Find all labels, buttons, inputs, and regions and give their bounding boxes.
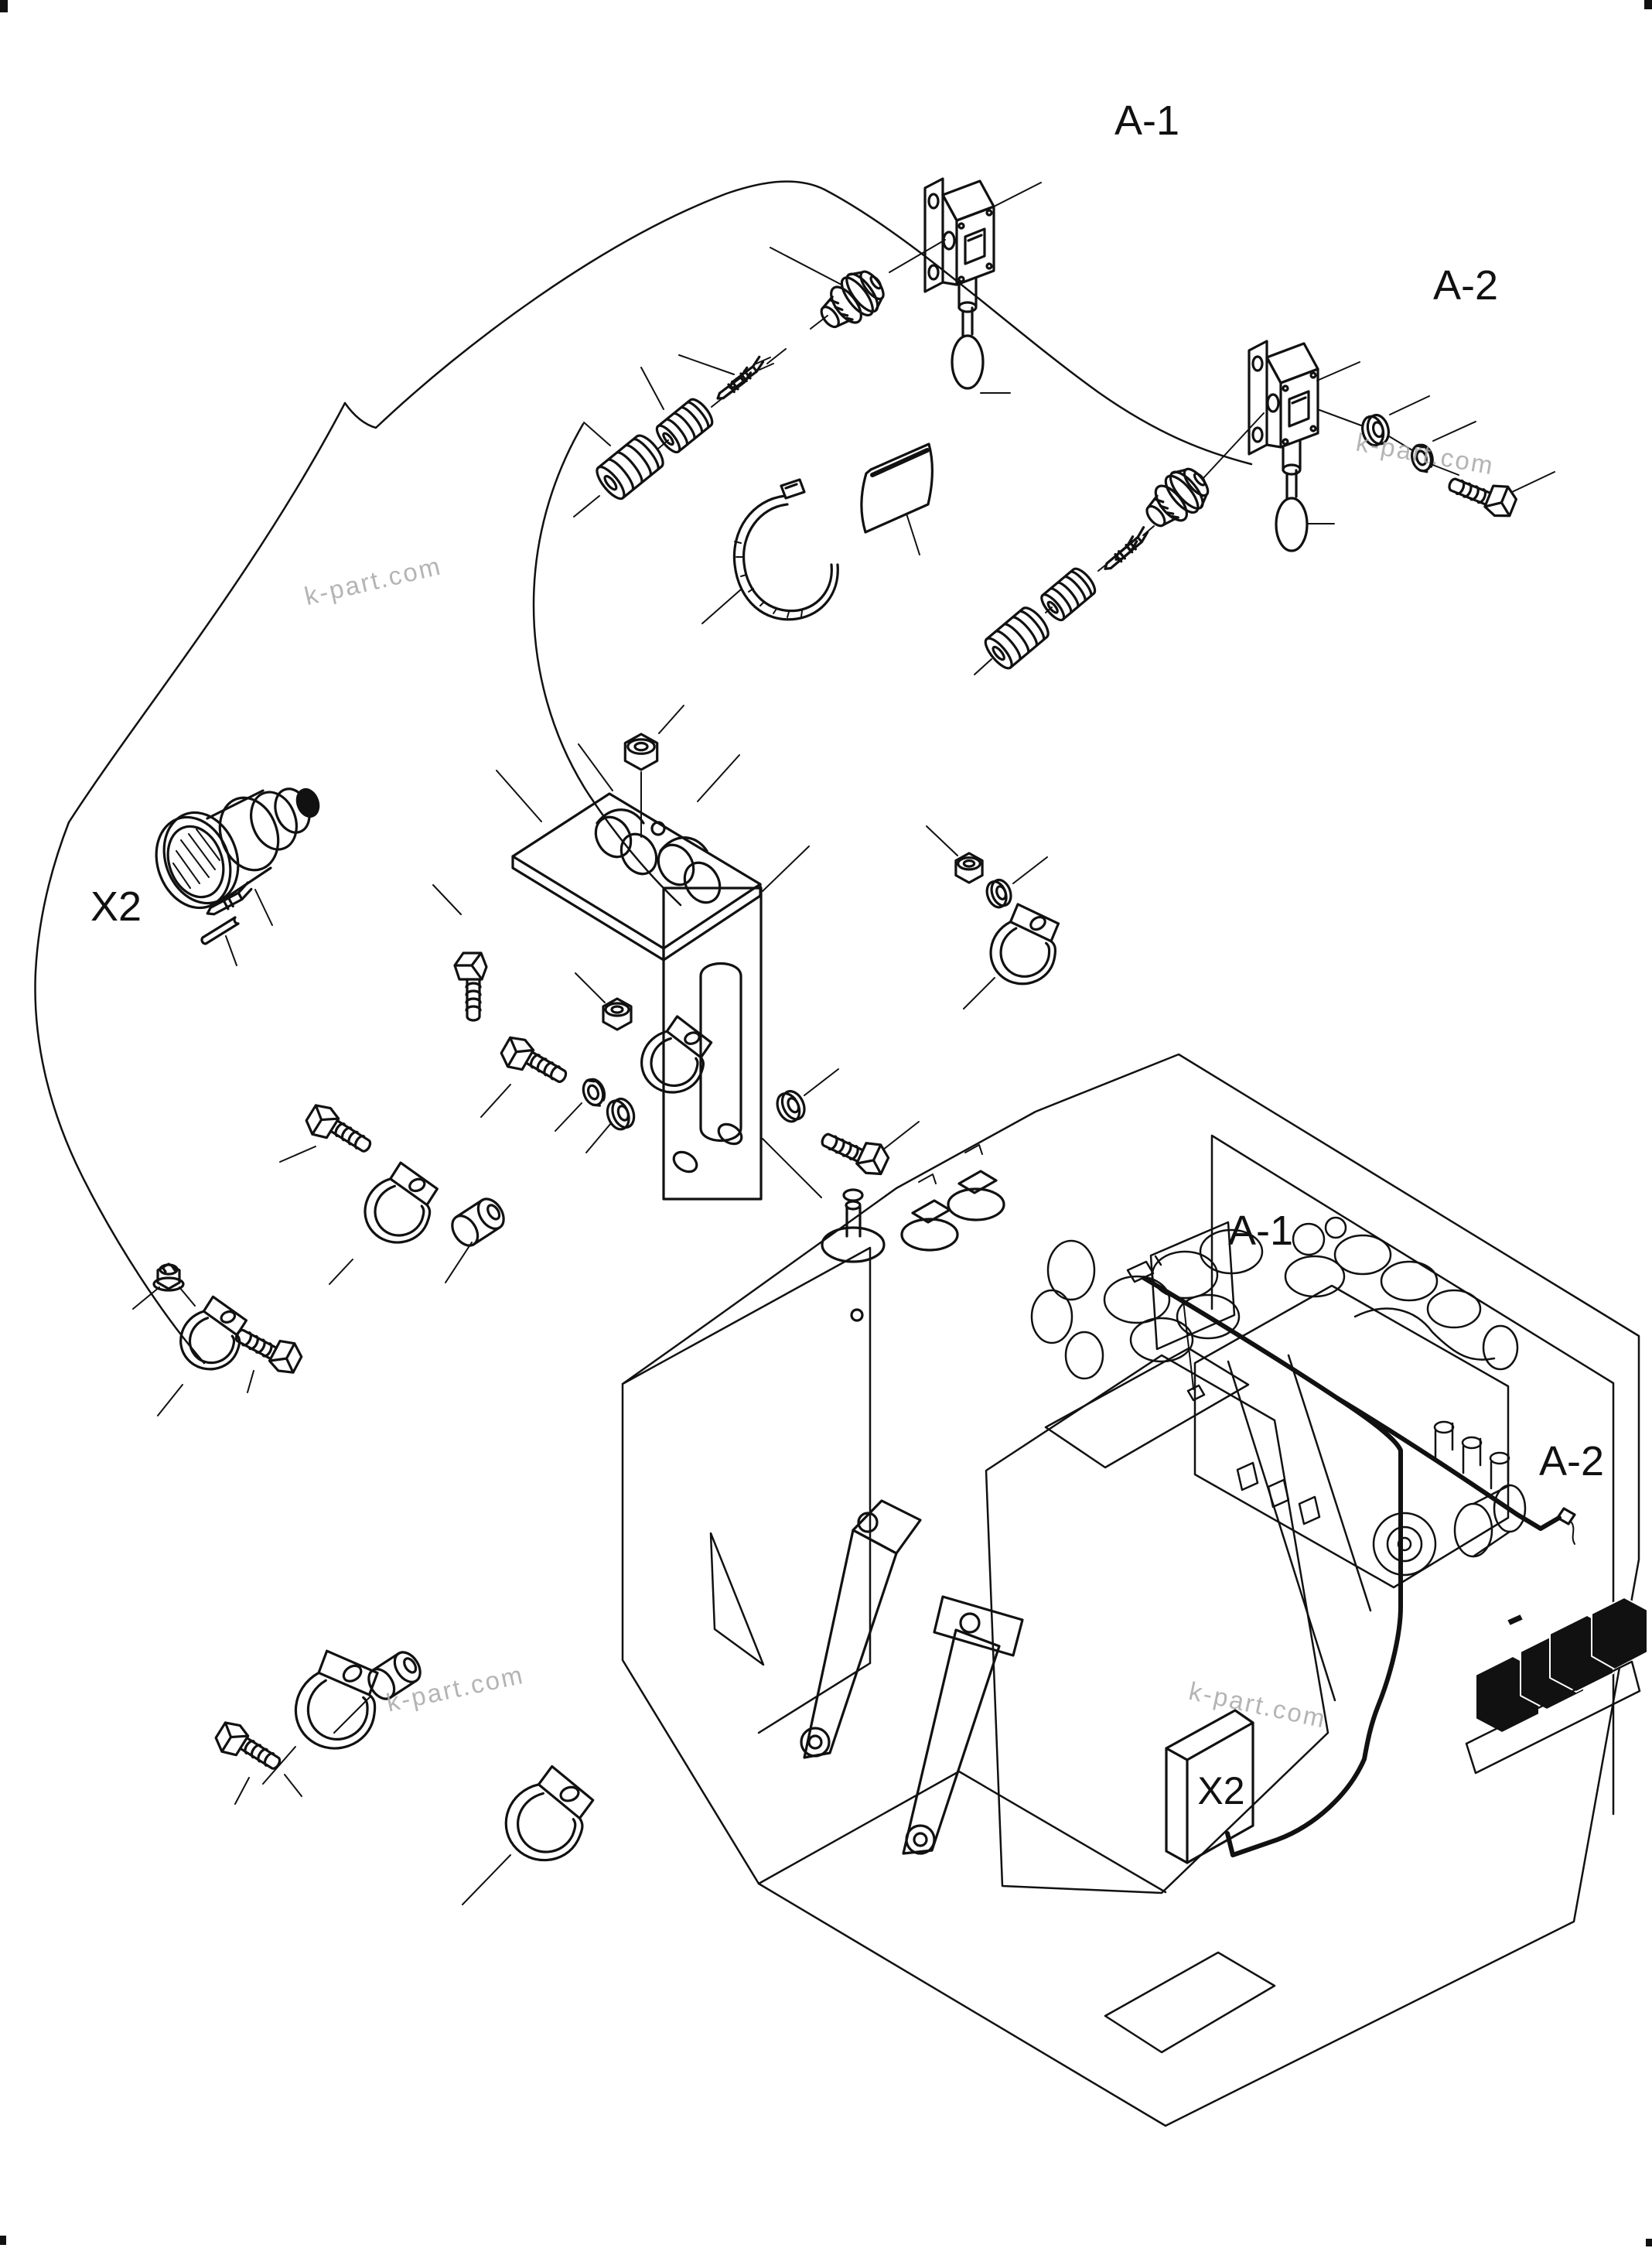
bracket-vertical-plate: [664, 888, 761, 1199]
clamp-group-bottom: [210, 1646, 598, 1905]
bracket-top-plate: [513, 794, 760, 948]
right-nut: [954, 852, 984, 884]
harness-routing: [1144, 1278, 1559, 1855]
x2-plug-connector: [144, 784, 322, 919]
lower-washer: [771, 1086, 811, 1127]
harness-a1-exploded: [574, 179, 1041, 623]
label-a1-machine: A-1: [1228, 1208, 1293, 1254]
label-a1-top: A-1: [1114, 97, 1179, 144]
a2-pigtail-connector: [1558, 1508, 1575, 1544]
loader-arms: [801, 1501, 1022, 1853]
flange-nut: [152, 1262, 185, 1292]
machine-outline: [623, 1054, 1639, 2126]
top-nut: [623, 733, 659, 771]
label-x2-left: X2: [90, 883, 142, 930]
a1-frame-marker: [1128, 1222, 1234, 1400]
wire-seal-large-a2: [980, 602, 1054, 674]
battery-tray: [1466, 1662, 1640, 1773]
hex-bolt-side: [496, 1031, 573, 1095]
clamp-bolt: [300, 1099, 377, 1165]
cushion-clamp-on-bracket: [637, 1011, 716, 1098]
connector-gland-a1: [810, 261, 893, 340]
sensor-bulb-a1: [952, 336, 983, 388]
tank-caps: [822, 1145, 1004, 1320]
machine-view: [623, 1054, 1647, 2126]
x2-contact-pin: [202, 881, 256, 921]
bottom-leader-lines: [235, 1697, 510, 1905]
engine: [1032, 1218, 1525, 1587]
labels: A-1 A-2 X2 A-1 A-2 X2: [90, 97, 1604, 1812]
lower-hex-bolt: [816, 1120, 893, 1180]
pressure-switch-a2: [1249, 341, 1318, 551]
bracket-assembly: [433, 705, 1064, 1199]
single-cushion-clamp: [500, 1760, 598, 1867]
connector-gland-a2: [1135, 459, 1218, 539]
right-washer: [982, 876, 1015, 911]
cab-outline: [36, 182, 1252, 1363]
clamp-group-left: [133, 1099, 510, 1416]
hex-bolt-vertical: [453, 951, 488, 1022]
wire-seal-small-a1: [652, 395, 718, 457]
cable-tie: [734, 480, 838, 620]
sensor-bulb-a2: [1276, 498, 1307, 551]
a1-leader-lines: [584, 183, 1041, 623]
bracket-leader-lines: [433, 744, 1047, 1197]
x2-sleeve-rod: [202, 917, 238, 944]
pressure-switch-a1: [925, 179, 994, 388]
terminal-pin-a1: [712, 366, 756, 404]
machine-inner-lines: [623, 1136, 1613, 2052]
left-leader-lines: [133, 1146, 472, 1416]
label-a2-machine: A-2: [1539, 1438, 1604, 1484]
large-cushion-clamp: [290, 1646, 385, 1752]
spacer-bushing: [445, 1193, 510, 1252]
a2-leader-lines: [1307, 362, 1555, 524]
cushion-clamp: [360, 1158, 442, 1248]
a2-axis-lines: [974, 410, 1459, 675]
watermark-text: k-part.com: [302, 551, 445, 610]
connector-x2-exploded: [144, 784, 322, 965]
caution-tag: [862, 444, 933, 532]
harness-a2-exploded: [974, 341, 1555, 675]
watermarks: k-part.com k-part.com k-part.com k-part.…: [302, 428, 1497, 1734]
spring-washer: [579, 1074, 610, 1111]
wire-seal-small-a2: [1036, 564, 1100, 625]
x2-junction-box: [1166, 1710, 1253, 1863]
a1-axis-lines: [574, 240, 945, 517]
clamped-tubes: [589, 810, 726, 909]
mid-nut: [602, 997, 633, 1031]
battery-boxes: [1476, 1597, 1647, 1733]
x2-leader-lines: [226, 890, 272, 965]
terminal-pin-a2: [1099, 535, 1142, 574]
label-a2-top: A-2: [1433, 262, 1498, 309]
label-x2-machine: X2: [1197, 1769, 1244, 1812]
wire-seal-large-a1: [591, 429, 669, 504]
right-cushion-clamp: [985, 900, 1064, 988]
